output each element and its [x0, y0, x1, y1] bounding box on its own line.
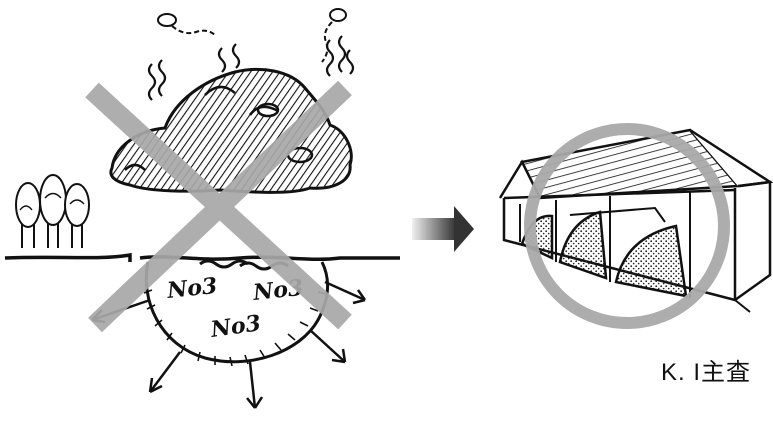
- compost-bay-3: [616, 226, 686, 296]
- trees: [16, 175, 89, 248]
- author-credit: K. I主査: [661, 352, 751, 387]
- right-arrow-icon: [412, 206, 474, 252]
- compost-bay-2: [560, 212, 606, 278]
- left-scene: No3 No3 No3: [5, 9, 400, 408]
- no3-label-a: No3: [165, 273, 219, 304]
- fly-icon: [158, 9, 346, 62]
